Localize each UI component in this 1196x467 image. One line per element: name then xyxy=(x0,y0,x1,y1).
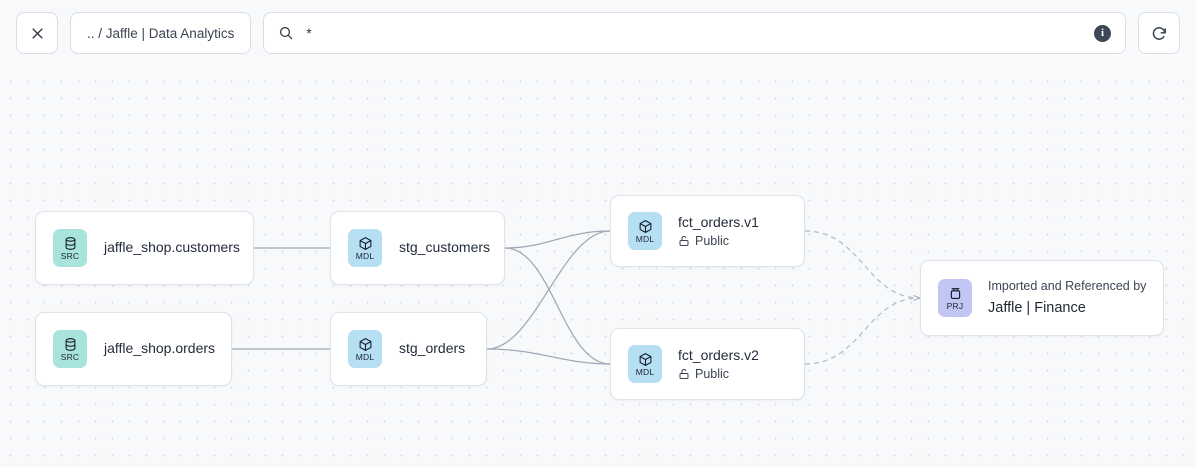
badge-label: MDL xyxy=(635,233,655,244)
node-title: jaffle_shop.orders xyxy=(104,340,216,357)
search-box[interactable]: i xyxy=(263,12,1126,54)
graph-node-fct-orders-v2[interactable]: MDL fct_orders.v2 Public xyxy=(610,328,805,400)
node-body: stg_customers xyxy=(399,239,490,257)
node-visibility: Public xyxy=(678,367,759,381)
badge-src: SRC xyxy=(53,229,87,267)
graph-node-stg-customers[interactable]: MDL stg_customers xyxy=(330,211,505,285)
badge-label: SRC xyxy=(60,250,80,261)
edge-v2-to-project xyxy=(804,298,920,365)
badge-src: SRC xyxy=(53,330,87,368)
badge-mdl: MDL xyxy=(348,229,382,267)
unlock-icon xyxy=(679,369,689,380)
edge-stgcust-to-v1 xyxy=(504,230,611,249)
node-body: fct_orders.v2 Public xyxy=(678,347,759,382)
badge-mdl: MDL xyxy=(348,330,382,368)
search-input[interactable] xyxy=(304,24,1084,42)
graph-node-fct-orders-v1[interactable]: MDL fct_orders.v1 Public xyxy=(610,195,805,267)
node-title: jaffle_shop.customers xyxy=(104,239,240,256)
node-body: fct_orders.v1 Public xyxy=(678,214,759,249)
node-body: Imported and Referenced by Jaffle | Fina… xyxy=(988,278,1146,317)
visibility-label: Public xyxy=(695,367,730,382)
node-title: fct_orders.v2 xyxy=(678,346,759,363)
project-icon xyxy=(950,287,960,299)
node-title: Jaffle | Finance xyxy=(988,299,1086,316)
badge-label: PRJ xyxy=(946,300,964,311)
node-body: stg_orders xyxy=(399,340,465,358)
visibility-label: Public xyxy=(695,234,730,249)
close-icon xyxy=(31,27,43,39)
unlock-icon xyxy=(679,236,689,247)
badge-label: MDL xyxy=(635,366,655,377)
graph-node-jaffle-shop-customers[interactable]: SRC jaffle_shop.customers xyxy=(35,211,254,285)
node-visibility: Public xyxy=(678,234,759,248)
database-icon xyxy=(65,337,75,351)
cube-icon xyxy=(639,219,651,233)
info-label: i xyxy=(1100,27,1105,39)
graph-node-jaffle-shop-orders[interactable]: SRC jaffle_shop.orders xyxy=(35,312,232,386)
refresh-button[interactable] xyxy=(1138,12,1180,54)
badge-mdl: MDL xyxy=(628,345,662,383)
database-icon xyxy=(65,236,75,250)
edge-v1-to-project xyxy=(804,230,920,298)
cube-icon xyxy=(359,337,371,351)
refresh-icon xyxy=(1152,26,1166,40)
toolbar: .. / Jaffle | Data Analytics i xyxy=(0,0,1196,66)
node-title: stg_orders xyxy=(399,340,466,357)
close-button[interactable] xyxy=(16,12,58,54)
search-icon xyxy=(280,26,293,40)
cube-icon xyxy=(359,236,371,250)
info-icon[interactable]: i xyxy=(1094,24,1111,42)
badge-label: SRC xyxy=(60,351,80,362)
edge-stgord-to-v2 xyxy=(486,348,611,365)
breadcrumb-label: .. / Jaffle | Data Analytics xyxy=(87,25,235,41)
breadcrumb[interactable]: .. / Jaffle | Data Analytics xyxy=(70,12,252,54)
badge-label: MDL xyxy=(355,250,375,261)
edge-stgcust-to-v2 xyxy=(504,247,611,365)
badge-prj: PRJ xyxy=(938,279,972,317)
node-body: jaffle_shop.orders xyxy=(104,340,215,358)
node-body: jaffle_shop.customers xyxy=(104,239,240,257)
graph-node-jaffle-finance[interactable]: PRJ Imported and Referenced by Jaffle | … xyxy=(920,260,1164,336)
badge-label: MDL xyxy=(355,351,375,362)
node-title: stg_customers xyxy=(399,239,491,256)
edge-stgord-to-v1 xyxy=(486,230,611,350)
cube-icon xyxy=(639,352,651,366)
node-kicker: Imported and Referenced by xyxy=(988,279,1147,294)
badge-mdl: MDL xyxy=(628,212,662,250)
graph-node-stg-orders[interactable]: MDL stg_orders xyxy=(330,312,487,386)
node-title: fct_orders.v1 xyxy=(678,213,759,230)
